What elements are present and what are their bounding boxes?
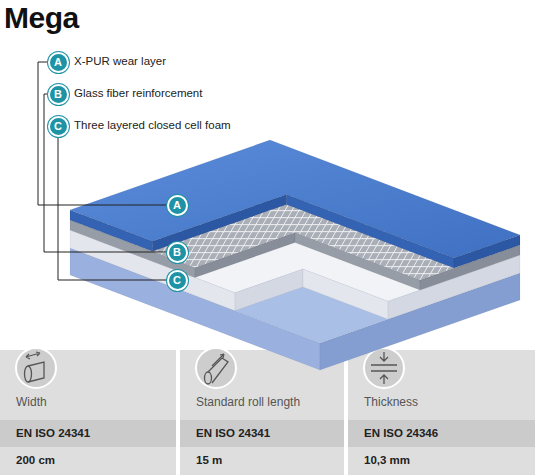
callout-circle: B — [167, 242, 188, 263]
roll-sheet — [28, 362, 44, 382]
column-heading: Standard roll length — [196, 395, 300, 409]
thickness-lines — [371, 365, 397, 371]
icon-circle — [16, 348, 56, 388]
roll-sheet — [208, 358, 228, 383]
column-heading: Width — [16, 395, 47, 409]
column-heading: Thickness — [364, 395, 418, 409]
layer-label: X-PUR wear layer — [74, 55, 166, 69]
value-cell: 200 cm — [16, 454, 55, 468]
layer-face — [70, 140, 520, 258]
roll-end — [205, 372, 212, 384]
callout-circle: C — [48, 116, 69, 137]
standard-cell: EN ISO 24346 — [364, 427, 438, 441]
icon-circle — [364, 348, 404, 388]
callout-circle: C — [167, 270, 188, 291]
icon-circle — [196, 348, 236, 388]
callout-letter: A — [54, 57, 62, 68]
callout-letter: C — [173, 275, 181, 286]
leader-line — [44, 94, 167, 252]
standard-cell: EN ISO 24341 — [196, 427, 270, 441]
callout-circle: A — [167, 195, 188, 216]
length-arrow — [212, 354, 224, 366]
table-band — [0, 420, 535, 447]
callout-letter: B — [173, 247, 181, 258]
column-divider — [176, 340, 180, 475]
thickness-icon — [364, 348, 404, 388]
leader-line — [38, 62, 167, 205]
callout-letter: A — [173, 200, 181, 211]
title: Mega — [4, 1, 79, 34]
callout-circle: A — [48, 52, 69, 73]
table-band — [0, 350, 535, 420]
thickness-arrows — [380, 352, 388, 384]
value-cell: 15 m — [196, 454, 222, 468]
table-band — [0, 447, 535, 475]
roll-end — [25, 366, 32, 382]
value-cell: 10,3 mm — [364, 454, 410, 468]
width-arrow — [26, 352, 40, 359]
callout-letter: B — [54, 89, 62, 100]
standard-cell: EN ISO 24341 — [16, 427, 90, 441]
callout-letter: C — [54, 121, 62, 132]
layer-label: Glass fiber reinforcement — [74, 87, 202, 101]
layer-label: Three layered closed cell foam — [74, 119, 231, 133]
callout-circle: B — [48, 84, 69, 105]
leader-line — [58, 137, 167, 281]
width-icon — [16, 348, 56, 388]
wear-layer — [70, 140, 520, 268]
length-icon — [196, 348, 236, 388]
